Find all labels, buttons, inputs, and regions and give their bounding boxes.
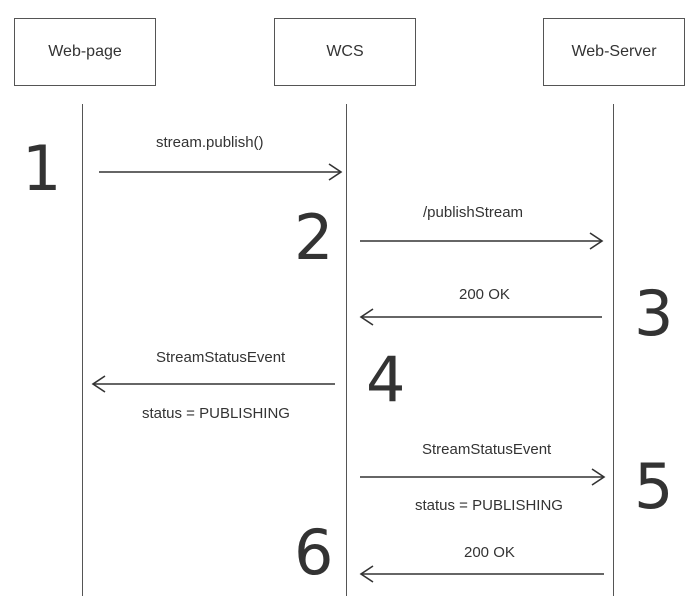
lifeline-web-page xyxy=(82,104,83,596)
participant-label: Web-Server xyxy=(571,43,657,60)
message-label-4: StreamStatusEvent xyxy=(156,349,286,366)
participant-web-server: Web-Server xyxy=(543,18,685,86)
lifeline-wcs xyxy=(346,104,347,596)
participant-web-page: Web-page xyxy=(14,18,156,86)
participant-label: Web-page xyxy=(48,43,122,60)
message-label-5: StreamStatusEvent xyxy=(422,441,552,458)
arrow-step-4 xyxy=(91,375,335,393)
arrow-step-1 xyxy=(99,163,343,181)
participant-label: WCS xyxy=(326,43,364,60)
message-label-3: 200 OK xyxy=(459,286,510,303)
message-label-1: stream.publish() xyxy=(156,134,264,151)
message-label-6: 200 OK xyxy=(464,544,515,561)
step-number-6: 6 xyxy=(294,516,334,589)
step-number-2: 2 xyxy=(294,201,334,274)
lifeline-web-server xyxy=(613,104,614,596)
participant-wcs: WCS xyxy=(274,18,416,86)
arrow-step-3 xyxy=(359,308,602,326)
step-number-1: 1 xyxy=(22,132,62,205)
step-number-4: 4 xyxy=(366,343,406,416)
step-number-5: 5 xyxy=(634,450,674,523)
arrow-step-6 xyxy=(359,565,604,583)
message-label-2: /publishStream xyxy=(423,204,524,221)
arrow-step-5 xyxy=(360,468,606,486)
message-sublabel-4: status = PUBLISHING xyxy=(142,405,290,422)
arrow-step-2 xyxy=(360,232,604,250)
message-sublabel-5: status = PUBLISHING xyxy=(415,497,563,514)
step-number-3: 3 xyxy=(634,277,674,350)
